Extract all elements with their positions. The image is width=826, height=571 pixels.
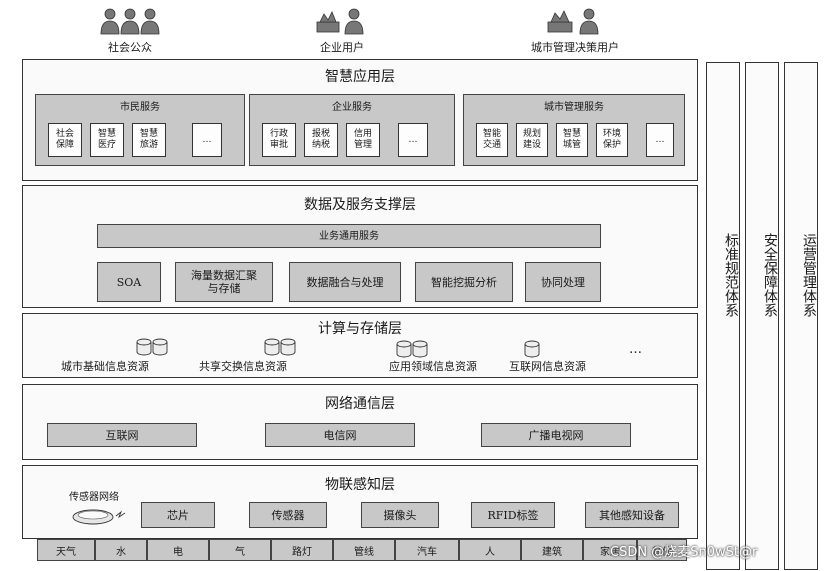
service-more: … [398, 123, 428, 157]
database-icon [524, 340, 540, 358]
service-box: 社会 保障 [48, 123, 82, 157]
resource-label: 应用领域信息资源 [389, 360, 477, 373]
network-layer-title: 网络通信层 [325, 396, 395, 412]
service-box: 智慧 医疗 [90, 123, 124, 157]
iot-box-rfid: RFID标签 [471, 502, 555, 528]
support-box-mining: 智能挖掘分析 [415, 262, 513, 302]
service-box: 环境 保护 [596, 123, 628, 157]
resource-more: … [629, 342, 642, 357]
iot-box-camera: 摄像头 [361, 502, 439, 528]
support-box-fusion: 数据融合与处理 [289, 262, 401, 302]
iot-layer-title: 物联感知层 [325, 477, 395, 493]
network-box-telecom: 电信网 [265, 423, 415, 447]
service-box: 智能 交通 [476, 123, 508, 157]
compute-layer-title: 计算与存储层 [318, 321, 402, 337]
support-box-storage: 海量数据汇聚 与存储 [175, 262, 273, 302]
service-box: 信用 管理 [346, 123, 380, 157]
side-column-label: 标准规范体系 [723, 233, 739, 317]
side-column-label: 安全保障体系 [762, 233, 778, 317]
object-cell: 建筑 [521, 539, 583, 561]
object-cell: 天气 [37, 539, 95, 561]
enterprise-user-icon [316, 8, 364, 35]
service-box: 智慧 旅游 [132, 123, 166, 157]
object-cell: 其他 [637, 539, 687, 561]
resource-label: 城市基础信息资源 [61, 360, 149, 373]
resource-label: 共享交换信息资源 [199, 360, 287, 373]
common-service-bar: 业务通用服务 [97, 224, 601, 248]
database-icon [264, 338, 296, 356]
object-cell: 电 [147, 539, 209, 561]
iot-box-sensor: 传感器 [249, 502, 327, 528]
data-layer: 数据及服务支撑层 业务通用服务 SOA 海量数据汇聚 与存储 数据融合与处理 智… [22, 185, 698, 308]
user-public: 社会公众 [90, 6, 170, 54]
iot-box-chip: 芯片 [141, 502, 215, 528]
service-box: 报税 纳税 [304, 123, 338, 157]
object-cell: 汽车 [395, 539, 459, 561]
app-layer: 智慧应用层 市民服务 社会 保障 智慧 医疗 智慧 旅游 … 企业服务 行政 审… [22, 59, 698, 181]
data-layer-title: 数据及服务支撑层 [304, 197, 416, 213]
user-label-public: 社会公众 [108, 41, 152, 54]
group-title: 城市管理服务 [544, 102, 604, 113]
service-more: … [646, 123, 674, 157]
group-title: 市民服务 [120, 102, 160, 113]
iot-box-other: 其他感知设备 [585, 502, 679, 528]
support-box-collab: 协同处理 [525, 262, 601, 302]
service-box: 智慧 城管 [556, 123, 588, 157]
resource-label: 互联网信息资源 [509, 360, 586, 373]
object-cell: 路灯 [271, 539, 333, 561]
object-cell: 管线 [333, 539, 395, 561]
database-icon [136, 338, 168, 356]
object-cell: 家居 [583, 539, 637, 561]
side-column-label: 运营管理体系 [801, 233, 817, 317]
side-column-standards: 标准规范体系 [706, 62, 740, 570]
iot-layer: 物联感知层 传感器网络 芯片 传感器 摄像头 RFID标签 其他感知设备 [22, 465, 698, 539]
user-label-city-manager: 城市管理决策用户 [531, 41, 619, 54]
city-manager-icon [547, 8, 599, 35]
support-box-soa: SOA [97, 262, 161, 302]
network-box-internet: 互联网 [47, 423, 197, 447]
service-box: 规划 建设 [516, 123, 548, 157]
sensor-network-icon [72, 509, 126, 525]
network-layer: 网络通信层 互联网 电信网 广播电视网 [22, 384, 698, 460]
group-enterprise-services: 企业服务 行政 审批 报税 纳税 信用 管理 … [249, 94, 455, 166]
app-layer-title: 智慧应用层 [325, 69, 395, 85]
user-label-enterprise: 企业用户 [320, 41, 364, 54]
object-cell: 气 [209, 539, 271, 561]
group-title: 企业服务 [332, 102, 372, 113]
network-box-broadcast: 广播电视网 [481, 423, 631, 447]
user-enterprise: 企业用户 [302, 6, 382, 54]
service-more: … [192, 123, 222, 157]
group-city-services: 城市管理服务 智能 交通 规划 建设 智慧 城管 环境 保护 … [463, 94, 685, 166]
database-icon [396, 340, 428, 358]
people-group-icon [100, 8, 160, 35]
side-column-security: 安全保障体系 [745, 62, 779, 570]
object-cell: 水 [95, 539, 147, 561]
group-citizen-services: 市民服务 社会 保障 智慧 医疗 智慧 旅游 … [35, 94, 245, 166]
compute-layer: 计算与存储层 城市基础信息资源 共享交换信息资源 应用领域信息资源 互联网信息资… [22, 313, 698, 378]
service-box: 行政 审批 [262, 123, 296, 157]
user-city-manager: 城市管理决策用户 [515, 6, 635, 54]
sensor-network-label: 传感器网络 [69, 492, 119, 503]
side-column-operations: 运营管理体系 [784, 62, 818, 570]
watermark: CSDN @烧麦Sn0wSt@r [610, 545, 758, 560]
object-cell: 人 [459, 539, 521, 561]
